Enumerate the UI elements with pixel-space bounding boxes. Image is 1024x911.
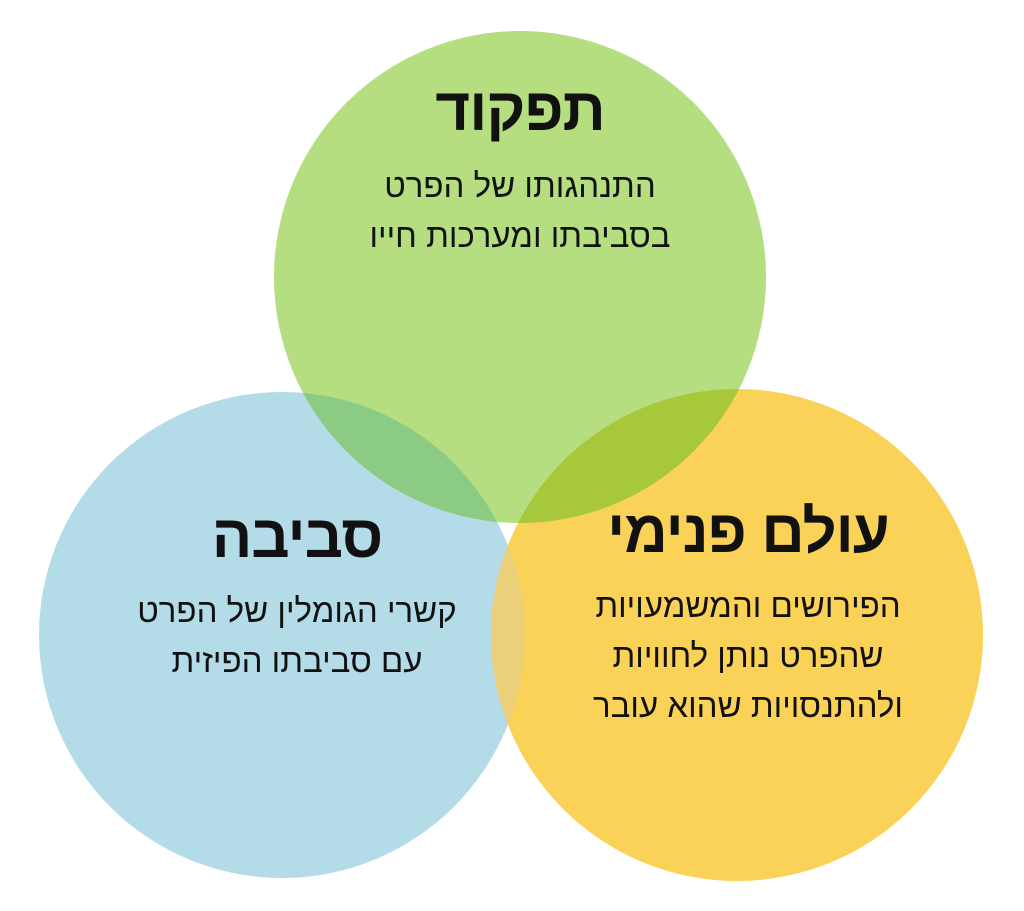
venn-circle-green	[274, 31, 766, 523]
venn-circle-blue	[39, 392, 525, 878]
venn-circle-yellow	[491, 389, 983, 881]
